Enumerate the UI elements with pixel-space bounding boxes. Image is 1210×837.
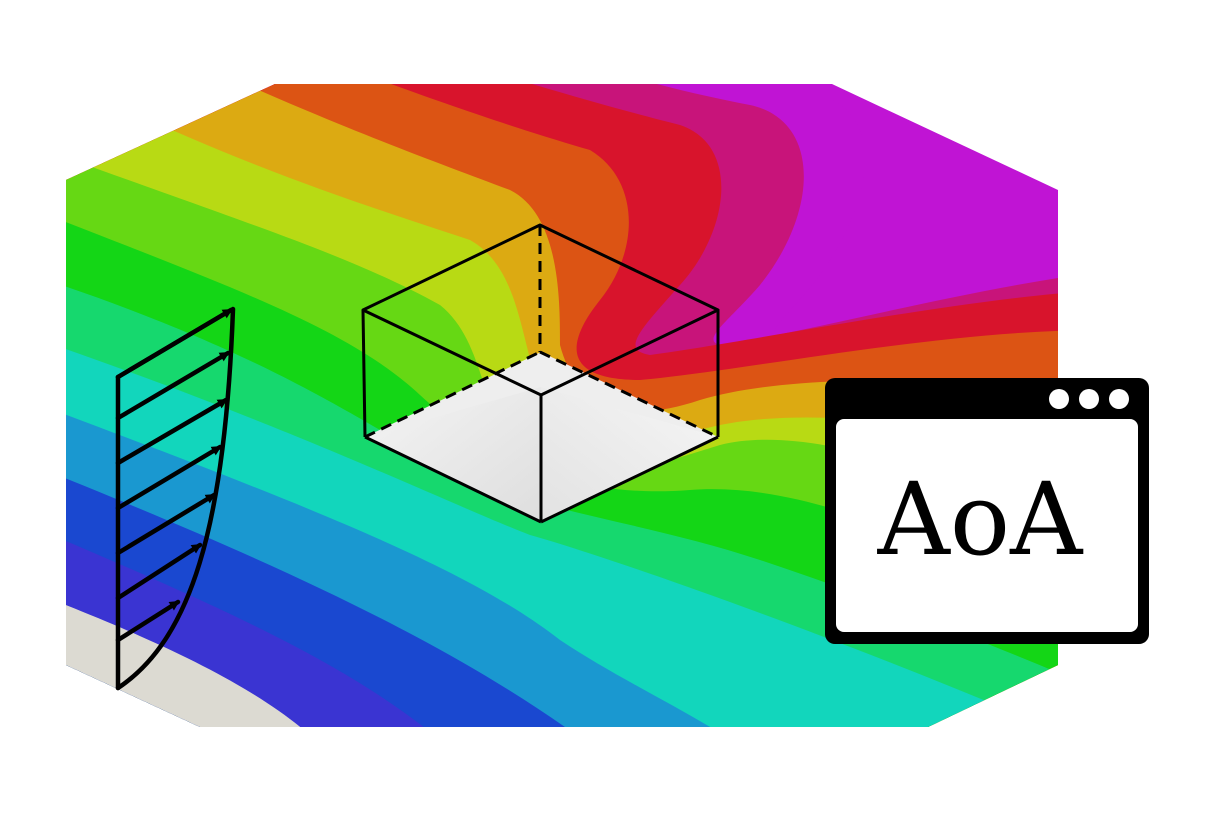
velocity-arrow-icon [115,444,223,511]
cube-hidden-edge [539,350,719,439]
window-label: AoA [877,461,1084,578]
window-icon: AoA [825,378,1149,644]
cube-hidden-edge [364,350,541,439]
velocity-arrow-icon [115,542,203,601]
profile-curve [115,306,236,691]
velocity-arrow-icon [115,350,231,421]
cube-edge [540,435,719,524]
cube-edge [361,309,367,438]
window-dot-icon [1079,389,1099,409]
velocity-profile-icon [115,306,236,691]
velocity-arrow-icon [115,599,181,643]
cube-edge [364,435,542,524]
window-body [836,419,1138,632]
velocity-arrow-icon [115,397,229,466]
window-dot-icon [1049,389,1069,409]
cube-left-face [365,387,541,522]
window-dot-icon [1109,389,1129,409]
contour-band [66,595,380,727]
velocity-arrow-icon [115,307,234,380]
velocity-arrow-icon [115,492,217,556]
cube-right-face [541,387,718,522]
cube-icon [361,223,720,524]
